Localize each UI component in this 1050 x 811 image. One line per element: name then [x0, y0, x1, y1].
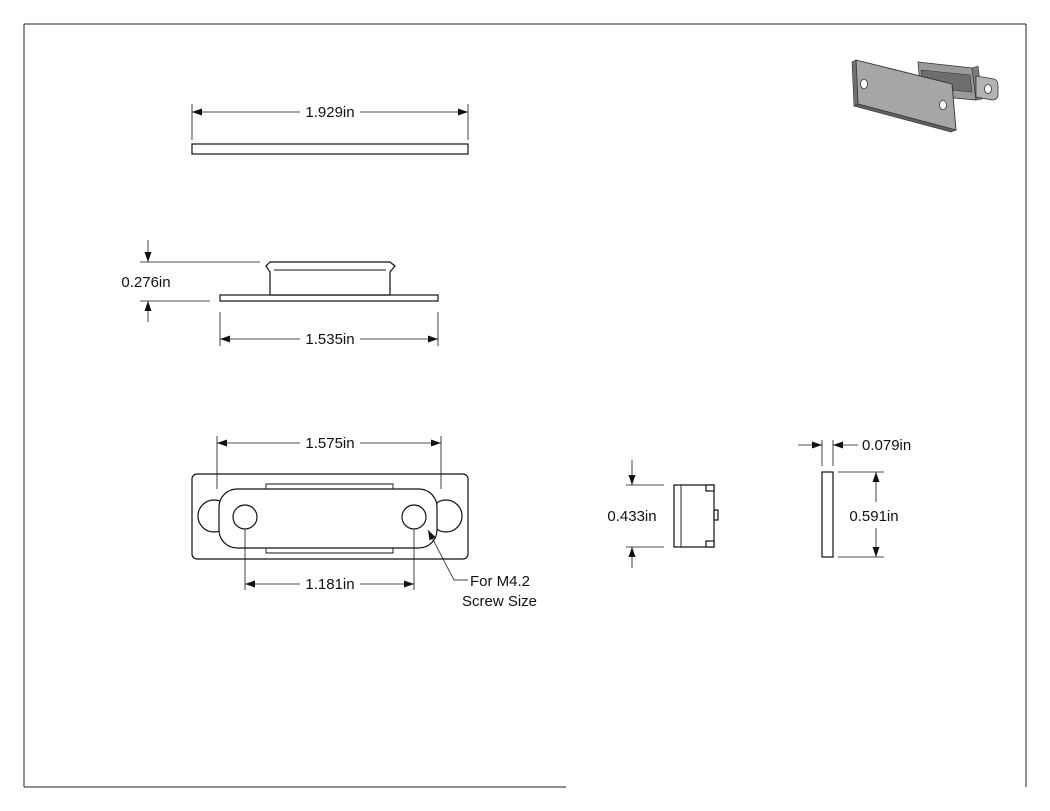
- screw-size-note: For M4.2 Screw Size: [427, 529, 537, 610]
- sheet-border: [23, 23, 1027, 788]
- screw-note-line1: For M4.2: [470, 573, 530, 590]
- catch-height-dimension: 0.433in: [607, 460, 664, 568]
- plan-width-label: 1.575in: [305, 435, 354, 452]
- side-width-label: 1.535in: [305, 331, 354, 348]
- catch-height-label: 0.433in: [607, 508, 656, 525]
- hole-spacing-dimension: 1.181in: [244, 530, 415, 593]
- end-view-catch: [673, 484, 719, 548]
- top-width-label: 1.929in: [305, 104, 354, 121]
- top-view-plate: [191, 143, 469, 155]
- side-height-label: 0.276in: [121, 274, 170, 291]
- plate-height-label: 0.591in: [849, 508, 898, 525]
- plan-view: [191, 473, 469, 560]
- side-height-dimension: 0.276in: [121, 240, 260, 322]
- side-view-catch: [219, 261, 439, 302]
- end-view-plate: [821, 471, 834, 558]
- screw-note-line2: Screw Size: [462, 593, 537, 610]
- isometric-thumbnail: [851, 59, 999, 133]
- hole-spacing-label: 1.181in: [305, 576, 354, 593]
- plate-thickness-label: 0.079in: [862, 437, 911, 454]
- plate-height-dimension: 0.591in: [838, 471, 899, 558]
- plan-width-dimension: 1.575in: [216, 435, 442, 489]
- top-width-dimension: 1.929in: [191, 104, 469, 140]
- plate-thickness-dimension: 0.079in: [798, 437, 911, 466]
- side-width-dimension: 1.535in: [219, 312, 439, 348]
